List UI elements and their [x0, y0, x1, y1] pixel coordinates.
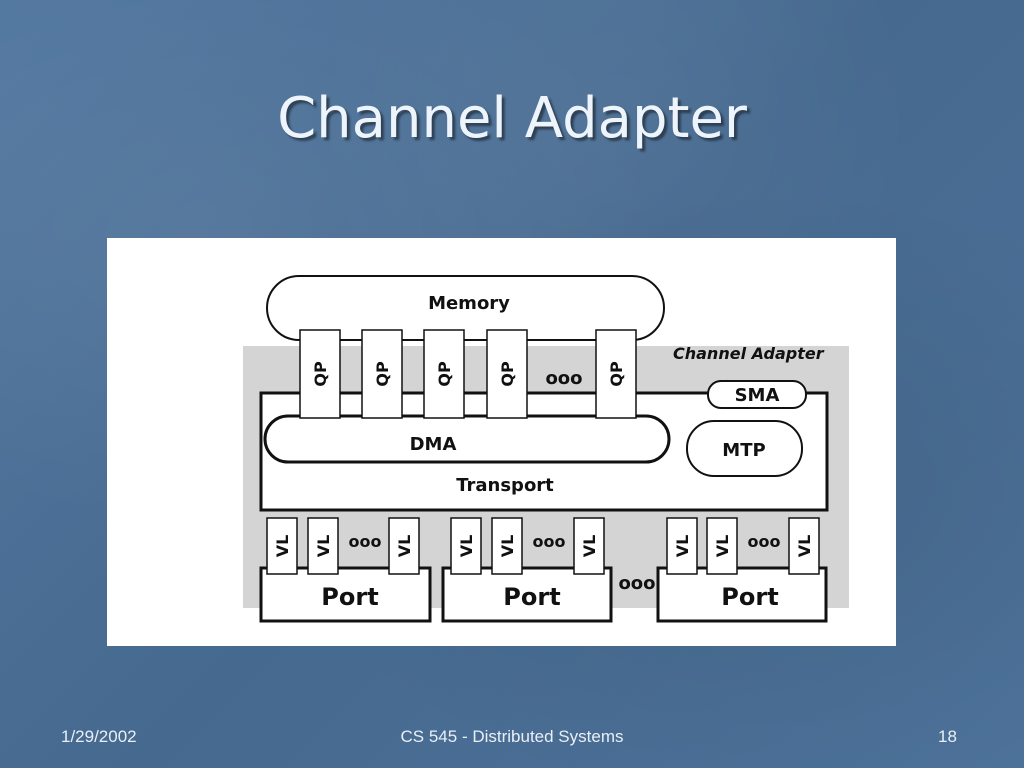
footer-date: 1/29/2002	[61, 727, 137, 746]
qp-label: QP	[311, 361, 330, 387]
vl-label: VL	[273, 535, 292, 558]
memory-block	[266, 275, 665, 341]
qp-column-4: QP	[486, 329, 528, 419]
vl-label: VL	[395, 535, 414, 558]
port-block-2	[441, 566, 613, 623]
port-label: Port	[721, 583, 778, 611]
channel-adapter-label: Channel Adapter	[673, 344, 825, 363]
footer-course-title: CS 545 - Distributed Systems	[400, 727, 624, 746]
qp-label: QP	[607, 361, 626, 387]
vl-ellipsis: ooo	[349, 532, 382, 551]
vl-label: VL	[795, 535, 814, 558]
port-block-1	[259, 566, 432, 623]
port-ellipsis: ooo	[618, 573, 655, 594]
vl-group-1: VL VL ooo VL	[266, 517, 420, 575]
mtp-label: MTP	[722, 440, 765, 461]
slide-title: Channel Adapter	[277, 86, 747, 151]
vl-label: VL	[673, 535, 692, 558]
vl-ellipsis: ooo	[748, 532, 781, 551]
port-label: Port	[503, 583, 560, 611]
qp-column-1: QP	[299, 329, 341, 419]
port-label: Port	[321, 583, 378, 611]
vl-group-3: VL VL ooo VL	[666, 517, 820, 575]
channel-adapter-diagram: Channel Adapter Memory Transport DMA SMA…	[107, 238, 896, 646]
dma-label: DMA	[410, 434, 457, 455]
qp-column-2: QP	[361, 329, 403, 419]
qp-column-5: QP	[595, 329, 637, 419]
vl-label: VL	[457, 535, 476, 558]
vl-group-2: VL VL ooo VL	[450, 517, 605, 575]
transport-label: Transport	[456, 475, 554, 496]
vl-label: VL	[713, 535, 732, 558]
qp-ellipsis: ooo	[545, 368, 582, 389]
sma-label: SMA	[735, 385, 780, 406]
footer-page-number: 18	[938, 727, 957, 746]
vl-label: VL	[580, 535, 599, 558]
mtp-block	[686, 420, 803, 477]
vl-label: VL	[314, 535, 333, 558]
dma-block	[263, 414, 671, 464]
qp-column-3: QP	[423, 329, 465, 419]
memory-label: Memory	[428, 293, 510, 314]
vl-ellipsis: ooo	[533, 532, 566, 551]
port-block-3	[656, 566, 828, 623]
qp-label: QP	[435, 361, 454, 387]
qp-label: QP	[373, 361, 392, 387]
qp-label: QP	[498, 361, 517, 387]
sma-block	[707, 380, 807, 409]
vl-label: VL	[498, 535, 517, 558]
